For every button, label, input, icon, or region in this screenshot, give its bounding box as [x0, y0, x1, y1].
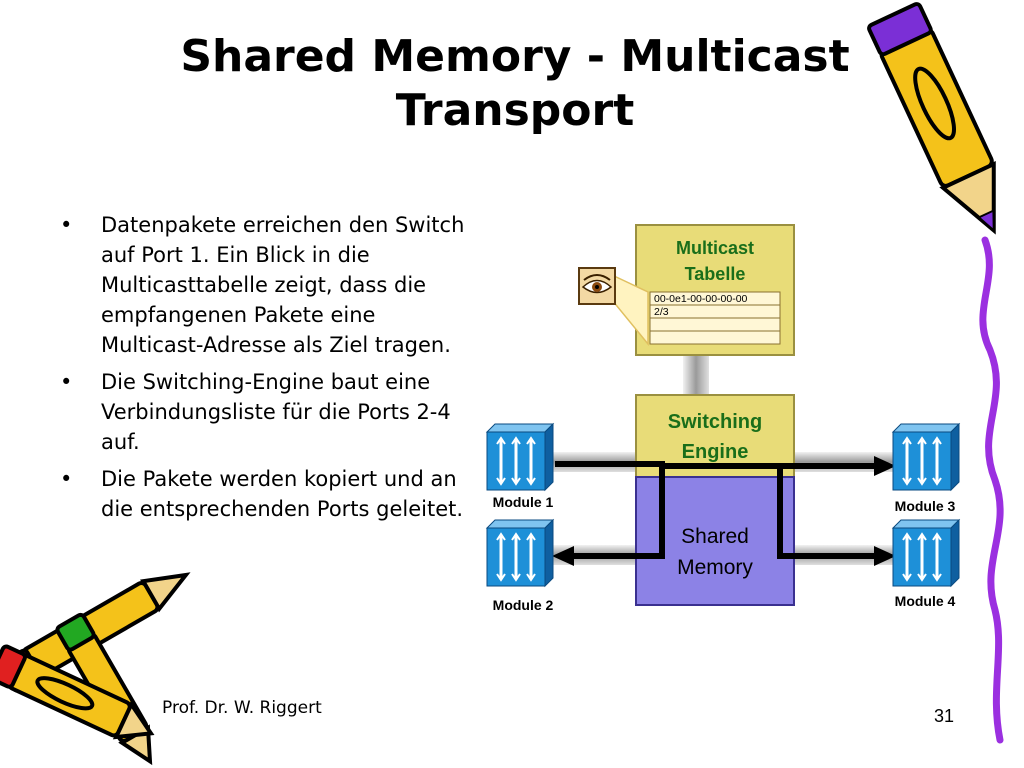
arrow-head [552, 546, 574, 566]
bullet-text: Die Switching-Engine baut eine Verbindun… [101, 370, 451, 454]
switching-engine-label: Switching [668, 411, 762, 433]
arrow-head [874, 456, 896, 476]
bullet-text: Die Pakete werden kopiert und an die ent… [101, 467, 464, 521]
module-label: Module 2 [493, 597, 554, 613]
bullet-marker: • [60, 370, 73, 394]
shared-memory-label: Shared [681, 525, 749, 548]
list-item: • Die Pakete werden kopiert und an die en… [60, 464, 470, 524]
multicast-table-title: Tabelle [685, 264, 746, 284]
table-cell: 00-0e1-00-00-00-00 [654, 293, 748, 305]
table-cell: 2/3 [654, 306, 669, 318]
bullet-text: Datenpakete erreichen den Switch auf Por… [101, 213, 465, 357]
module-label: Module 3 [895, 498, 956, 514]
multicast-table-title: Multicast [676, 238, 754, 258]
switching-engine-label: Engine [682, 441, 749, 463]
module-icon [891, 518, 961, 588]
bullet-marker: • [60, 213, 73, 237]
module-icon [891, 422, 961, 492]
list-item: • Datenpakete erreichen den Switch auf Po… [60, 210, 470, 360]
bullet-list: • Datenpakete erreichen den Switch auf Po… [60, 210, 470, 531]
footer-author: Prof. Dr. W. Riggert [162, 698, 322, 718]
module-icon [485, 422, 555, 492]
bullet-marker: • [60, 467, 73, 491]
pencil-icon [867, 2, 996, 235]
page-number: 31 [934, 706, 955, 726]
module-label: Module 1 [493, 494, 554, 510]
slide-title: Shared Memory - Multicast Transport [180, 31, 850, 136]
pencil-icon [0, 644, 155, 740]
data-flow-arrow [555, 461, 665, 559]
wavy-line-icon [979, 236, 1004, 744]
module-icon [485, 518, 555, 588]
connector-bar-vertical [683, 352, 709, 397]
table-row [649, 317, 781, 332]
arrow-head [874, 546, 896, 566]
list-item: • Die Switching-Engine baut eine Verbindu… [60, 367, 470, 457]
eye-icon [578, 267, 616, 305]
table-row [649, 304, 781, 319]
shared-memory-label: Memory [677, 556, 753, 579]
table-row [649, 330, 781, 345]
module-label: Module 4 [895, 593, 956, 609]
